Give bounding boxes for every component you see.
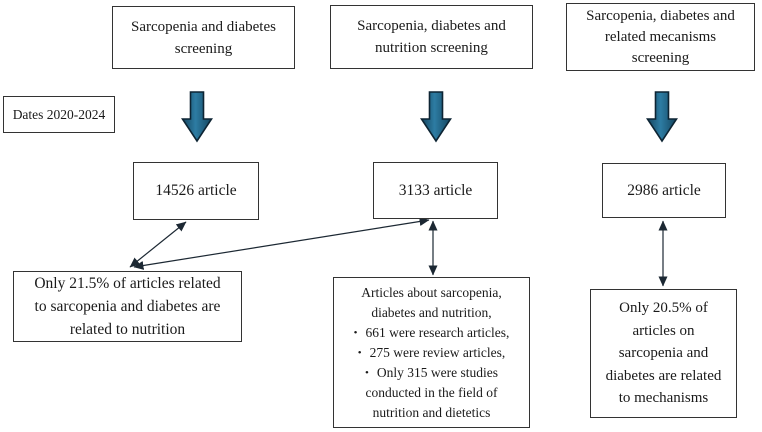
down-block-arrow-3 bbox=[646, 91, 678, 143]
screening-box-nutrition: Sarcopenia, diabetes and nutrition scree… bbox=[330, 5, 533, 69]
screening-box-mechanisms-line: related mecanisms bbox=[604, 28, 717, 45]
count-box-14526: 14526 article bbox=[133, 162, 259, 220]
result-box-mechanisms-percentage: Only 20.5% of articles on sarcopenia and… bbox=[590, 289, 737, 418]
detail-line: • 661 were research articles, bbox=[354, 323, 510, 343]
result-line: articles on bbox=[632, 322, 695, 339]
screening-box-mechanisms: Sarcopenia, diabetes and related mecanis… bbox=[566, 3, 755, 71]
dates-label: Dates 2020-2024 bbox=[12, 106, 106, 122]
detail-line: diabetes and nutrition, bbox=[371, 303, 491, 323]
detail-line: • 275 were review articles, bbox=[358, 343, 506, 363]
screening-box-diabetes-line: Sarcopenia and diabetes bbox=[131, 18, 276, 35]
block-arrows bbox=[181, 91, 678, 143]
connectors bbox=[129, 217, 668, 287]
detail-text: 275 were review articles, bbox=[369, 344, 506, 360]
detail-text: Articles about sarcopenia, bbox=[361, 284, 502, 300]
result-line: related to nutrition bbox=[69, 321, 186, 338]
count-label: 3133 article bbox=[398, 181, 473, 199]
bullet-icon: • bbox=[365, 366, 369, 379]
count-box-2986: 2986 article bbox=[602, 163, 726, 218]
dates-box: Dates 2020-2024 bbox=[3, 96, 115, 133]
result-line: to mechanisms bbox=[618, 390, 709, 407]
down-block-arrow-2 bbox=[420, 91, 452, 143]
screening-box-diabetes-line: screening bbox=[174, 40, 233, 57]
result-box-article-details: Articles about sarcopenia, diabetes and … bbox=[333, 277, 530, 428]
result-line: Only 21.5% of articles related bbox=[34, 275, 221, 292]
detail-line: Articles about sarcopenia, bbox=[361, 283, 502, 303]
detail-text: nutrition and dietetics bbox=[372, 404, 491, 420]
count-label: 14526 article bbox=[155, 182, 237, 199]
screening-box-nutrition-line: Sarcopenia, diabetes and bbox=[357, 18, 506, 34]
count-box-3133: 3133 article bbox=[373, 162, 498, 219]
detail-line: • Only 315 were studies bbox=[365, 363, 498, 383]
result-line: Only 20.5% of bbox=[619, 300, 708, 317]
detail-line: conducted in the field of bbox=[366, 383, 498, 403]
result-line: to sarcopenia and diabetes are bbox=[34, 298, 221, 315]
count-label: 2986 article bbox=[627, 181, 701, 199]
result-box-nutrition-percentage: Only 21.5% of articles related to sarcop… bbox=[13, 271, 242, 342]
result-line: sarcopenia and bbox=[618, 345, 709, 362]
screening-box-mechanisms-line: screening bbox=[631, 49, 690, 66]
screening-box-diabetes: Sarcopenia and diabetes screening bbox=[112, 6, 295, 69]
detail-line: nutrition and dietetics bbox=[373, 403, 491, 423]
double-arrow-3133-to-nutrition-result bbox=[133, 217, 430, 270]
bullet-icon: • bbox=[353, 326, 358, 339]
down-block-arrow-1 bbox=[181, 91, 213, 143]
result-line: diabetes are related bbox=[605, 367, 722, 384]
screening-box-nutrition-line: nutrition screening bbox=[375, 40, 488, 56]
detail-text: diabetes and nutrition, bbox=[371, 304, 492, 320]
screening-box-mechanisms-line: Sarcopenia, diabetes and bbox=[586, 7, 735, 24]
detail-text: 661 were research articles, bbox=[365, 324, 510, 340]
bullet-icon: • bbox=[357, 346, 362, 359]
detail-text: Only 315 were studies bbox=[376, 364, 498, 380]
detail-text: conducted in the field of bbox=[365, 384, 498, 400]
